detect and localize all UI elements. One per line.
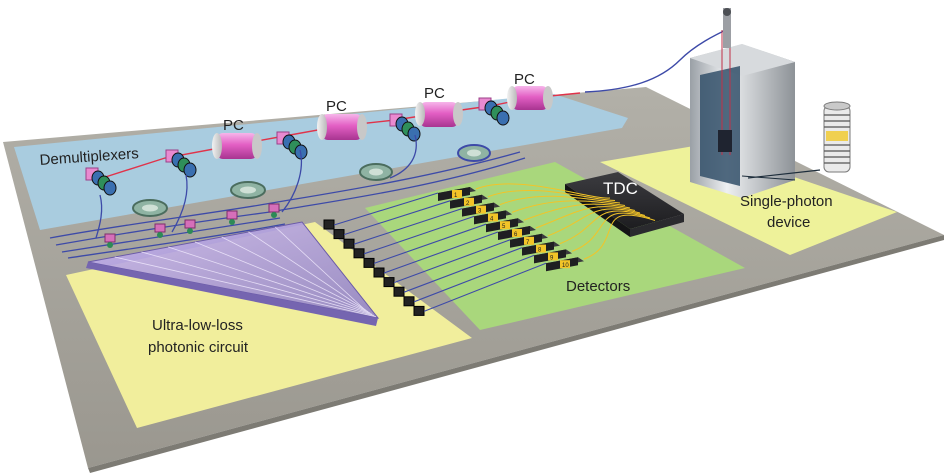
optical-table-edge (88, 235, 944, 473)
demux-zone (14, 94, 628, 230)
demux-mounts (85, 97, 510, 196)
blue-output-fiber (343, 200, 451, 236)
detector-number: 8 (538, 248, 542, 254)
blue-output-fiber (413, 254, 535, 303)
yellow-cable (559, 210, 646, 245)
fiber-connector (373, 267, 385, 278)
detector-number: 2 (466, 201, 470, 207)
detector-module: 4 (474, 210, 512, 225)
yellow-cable (547, 208, 641, 237)
yellow-cable (475, 183, 611, 199)
pc-cylinder-4 (507, 86, 553, 110)
detectors-label: Detectors (566, 278, 630, 295)
yellow-cable (583, 214, 656, 260)
blue-output-fiber (373, 223, 487, 264)
yellow-cable (487, 190, 616, 201)
input-coupler (268, 203, 280, 218)
detector-module: 10 (546, 257, 584, 272)
circuit-label-line2: photonic circuit (148, 339, 249, 356)
photonic-circuit-chip (86, 221, 380, 326)
detector-module: 6 (498, 226, 536, 240)
yellow-cables (475, 183, 656, 260)
device-label-line1: Single-photon (740, 193, 833, 210)
detector-array: 1 2 3 4 5 6 7 8 9 10 (438, 187, 584, 272)
pc-label-2: PC (326, 98, 347, 115)
detector-module: 5 (486, 218, 524, 233)
demux-label: Demultiplexers (39, 145, 139, 169)
blue-output-fiber (393, 239, 511, 284)
blue-output-fiber (383, 231, 499, 274)
circuit-input-couplers (104, 203, 280, 248)
yellow-cable (499, 195, 621, 206)
detector-number: 3 (478, 209, 482, 215)
tdc-label: TDC (603, 179, 638, 198)
pc-label-1: PC (223, 117, 244, 134)
pc-label-4: PC (514, 71, 535, 88)
detector-number: 10 (562, 263, 569, 269)
fiber-connector (403, 296, 415, 307)
detector-module: 9 (534, 249, 572, 264)
device-label-line2: device (767, 214, 810, 231)
fiber-connector (393, 286, 405, 297)
cryostat-device (690, 8, 821, 198)
fiber-connector (413, 305, 425, 316)
blue-output-fiber (353, 208, 463, 245)
detector-number: 5 (502, 224, 506, 230)
demux-mount (478, 97, 510, 126)
fiber-spools (132, 144, 491, 217)
pc-cylinder-2 (317, 114, 367, 140)
detector-number: 7 (526, 240, 530, 246)
detector-module: 8 (522, 241, 560, 256)
pc-cylinder-1 (212, 133, 262, 159)
demux-mount (389, 113, 421, 142)
yellow-cable (571, 212, 651, 252)
input-coupler (154, 223, 166, 238)
detector-module: 1 (438, 187, 476, 201)
yellow-cable (511, 200, 626, 213)
detector-number: 6 (514, 232, 518, 238)
fiber-connector (323, 219, 335, 230)
blue-output-fiber (363, 215, 475, 255)
detector-module: 7 (510, 233, 548, 248)
tdc-box: TDC (565, 172, 684, 237)
blue-output-fiber (333, 192, 439, 226)
input-coupler (104, 233, 116, 248)
blue-output-fiber (423, 262, 547, 312)
detector-number: 9 (550, 255, 554, 261)
fiber-connector (333, 229, 345, 240)
circuit-label-line1: Ultra-low-loss (152, 317, 243, 334)
pc-label-3: PC (424, 85, 445, 102)
input-coupler (226, 210, 238, 225)
detector-module: 3 (462, 202, 500, 217)
fiber-connector (353, 248, 365, 259)
yellow-cable (523, 203, 631, 221)
fiber-connector (363, 257, 375, 268)
detector-module: 2 (450, 194, 488, 209)
source-fiber (584, 27, 731, 93)
demux-mount (165, 149, 197, 178)
blue-output-fiber (403, 247, 523, 293)
input-coupler (184, 219, 196, 234)
fiber-connector (383, 277, 395, 288)
detector-number: 4 (490, 216, 494, 222)
output-fibers (323, 192, 547, 316)
pc-cylinder-3 (415, 102, 463, 127)
device-zone (600, 145, 897, 255)
demux-mount (85, 167, 117, 196)
fiber-connector (343, 238, 355, 249)
detector-number: 1 (454, 193, 458, 199)
single-photon-detector-icon (823, 101, 851, 173)
yellow-cable (535, 206, 636, 229)
